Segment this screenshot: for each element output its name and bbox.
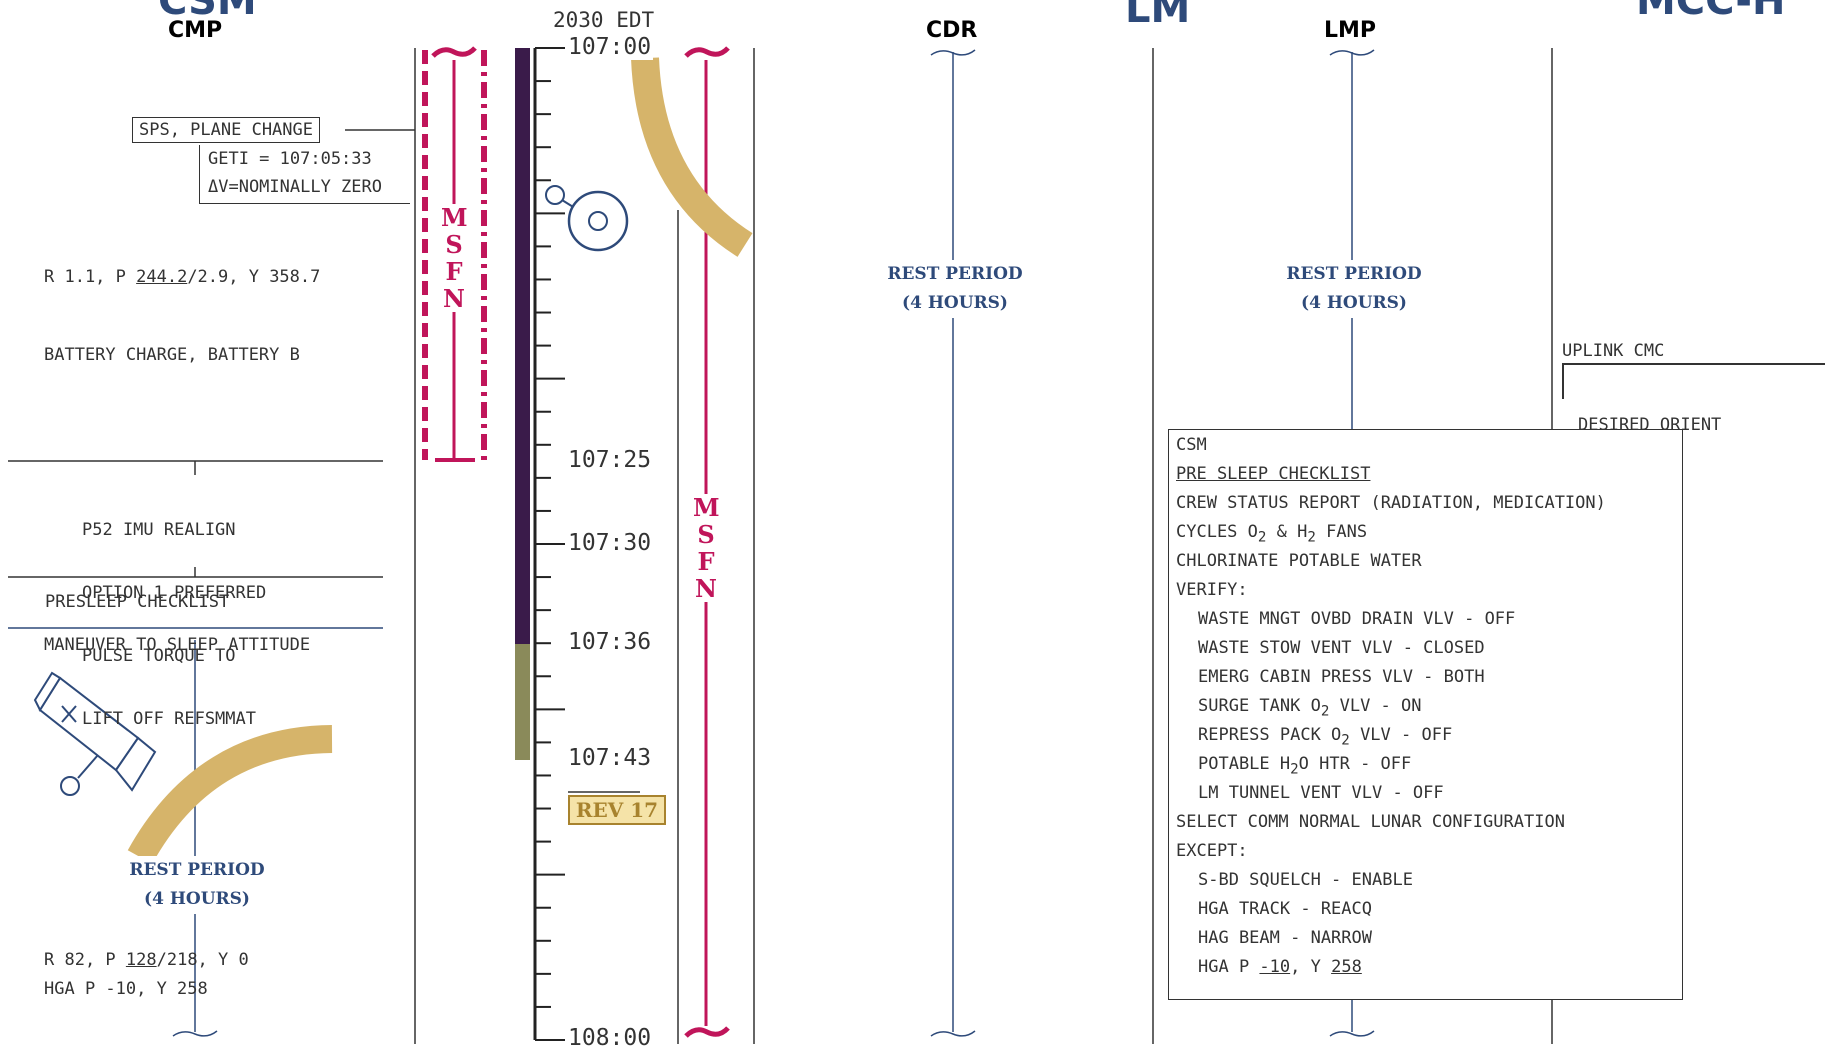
- cmp-header: CMP: [168, 18, 222, 43]
- uplink-cmc: UPLINK CMC: [1562, 341, 1664, 361]
- checklist-line: LM TUNNEL VENT VLV - OFF: [1198, 783, 1444, 803]
- sps-title: SPS, PLANE CHANGE: [139, 120, 313, 140]
- battery-charge: BATTERY CHARGE, BATTERY B: [44, 345, 300, 365]
- checklist-line: CHLORINATE POTABLE WATER: [1176, 551, 1422, 571]
- lmp-header: LMP: [1324, 18, 1376, 43]
- checklist-line: HGA P -10, Y 258: [1198, 957, 1362, 977]
- hga-setting: HGA P -10, Y 258: [44, 979, 208, 999]
- checklist-line: CSM: [1176, 435, 1207, 455]
- maneuver-sleep: MANEUVER TO SLEEP ATTITUDE: [44, 635, 310, 655]
- checklist-line: POTABLE H2O HTR - OFF: [1198, 754, 1411, 777]
- cdr-header: CDR: [926, 18, 977, 43]
- msfn-label-left: M S F N: [441, 204, 467, 312]
- checklist-line: WASTE MNGT OVBD DRAIN VLV - OFF: [1198, 609, 1515, 629]
- p52-line: LIFT OFF REFSMMAT: [82, 709, 266, 730]
- msfn-letter: M: [441, 204, 467, 231]
- checklist-line: SELECT COMM NORMAL LUNAR CONFIGURATION: [1176, 812, 1565, 832]
- time-tick-label: 107:43: [566, 745, 653, 771]
- rest-line: (4 HOURS): [1284, 289, 1424, 318]
- mcc-header: MCC-H: [1636, 0, 1786, 24]
- checklist-line: SURGE TANK O2 VLV - ON: [1198, 696, 1421, 719]
- checklist-line: REPRESS PACK O2 VLV - OFF: [1198, 725, 1452, 748]
- attitude-1: R 1.1, P 244.2/2.9, Y 358.7: [44, 267, 320, 287]
- checklist-line: WASTE STOW VENT VLV - CLOSED: [1198, 638, 1485, 658]
- checklist-line: CYCLES O2 & H2 FANS: [1176, 522, 1367, 545]
- geti-text: GETI = 107:05:33: [208, 149, 372, 169]
- rest-line: REST PERIOD: [1284, 260, 1424, 289]
- desired-bracket: [1562, 363, 1564, 399]
- msfn-letter: N: [693, 575, 719, 602]
- msfn-letter: F: [441, 258, 467, 285]
- attitude-2: R 82, P 128/218, Y 0: [44, 950, 249, 970]
- time-tick-label: 107:00: [566, 34, 653, 60]
- lm-header: LM: [1125, 0, 1190, 32]
- time-tick-label: 107:30: [566, 530, 653, 556]
- checklist-line: HAG BEAM - NARROW: [1198, 928, 1372, 948]
- checklist-line: S-BD SQUELCH - ENABLE: [1198, 870, 1413, 890]
- delta-v-text: ΔV=NOMINALLY ZERO: [208, 177, 382, 197]
- msfn-letter: S: [441, 231, 467, 258]
- checklist-line: CREW STATUS REPORT (RADIATION, MEDICATIO…: [1176, 493, 1606, 513]
- rest-line: (4 HOURS): [885, 289, 1025, 318]
- msfn-letter: F: [693, 548, 719, 575]
- rev-badge: REV 17: [568, 795, 666, 825]
- checklist-line: EXCEPT:: [1176, 841, 1248, 861]
- p52-line: P52 IMU REALIGN: [82, 520, 266, 541]
- time-tick-label: 107:36: [566, 629, 653, 655]
- msfn-letter: N: [441, 285, 467, 312]
- cdr-rest-period: REST PERIOD (4 HOURS): [883, 260, 1027, 318]
- cmp-rest-period: REST PERIOD (4 HOURS): [125, 856, 269, 914]
- presleep-checklist-box: CSM PRE SLEEP CHECKLIST CREW STATUS REPO…: [1168, 429, 1683, 1000]
- uplink-line: [1562, 363, 1825, 365]
- lmp-rest-period: REST PERIOD (4 HOURS): [1282, 260, 1426, 318]
- msfn-letter: S: [693, 521, 719, 548]
- msfn-label-right: M S F N: [693, 494, 719, 602]
- rest-line: REST PERIOD: [885, 260, 1025, 289]
- presleep-checklist: PRESLEEP CHECKLIST: [45, 592, 229, 612]
- sps-details-box: GETI = 107:05:33 ΔV=NOMINALLY ZERO: [199, 145, 410, 204]
- rest-line: (4 HOURS): [127, 885, 267, 914]
- edt-header: 2030 EDT: [553, 8, 654, 32]
- checklist-line: VERIFY:: [1176, 580, 1248, 600]
- sps-plane-change-box: SPS, PLANE CHANGE: [132, 117, 320, 143]
- time-tick-label: 108:00: [566, 1025, 653, 1051]
- rest-line: REST PERIOD: [127, 856, 267, 885]
- p52-realign: P52 IMU REALIGN OPTION 1 PREFERRED PULSE…: [82, 478, 266, 751]
- checklist-title: PRE SLEEP CHECKLIST: [1176, 464, 1370, 484]
- time-tick-label: 107:25: [566, 447, 653, 473]
- checklist-line: HGA TRACK - REACQ: [1198, 899, 1372, 919]
- msfn-letter: M: [693, 494, 719, 521]
- checklist-line: EMERG CABIN PRESS VLV - BOTH: [1198, 667, 1485, 687]
